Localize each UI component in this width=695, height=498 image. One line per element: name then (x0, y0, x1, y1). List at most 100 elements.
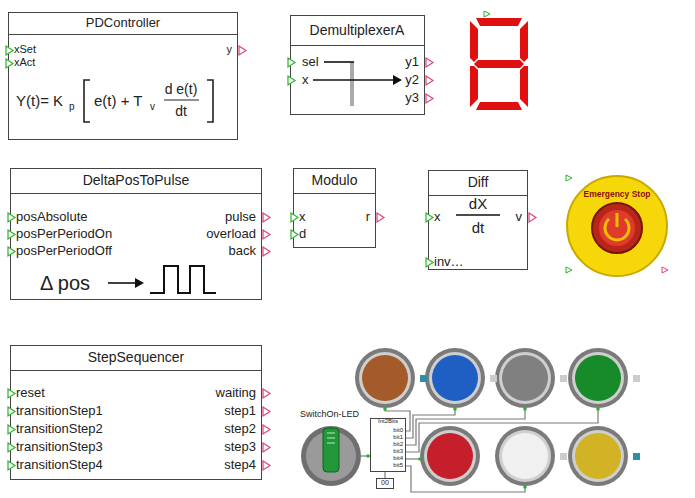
port-label: y2 (405, 72, 419, 88)
port-triangle (425, 75, 434, 86)
port-triangle (7, 229, 16, 240)
port-label: x (299, 209, 306, 225)
port-label: 00 (381, 479, 389, 487)
port-label: posPerPeriodOn (16, 226, 112, 242)
converter-block: Int2Bitsbit0bit1bit2bit3bit4bit5 (370, 418, 406, 472)
port-triangle (262, 246, 271, 257)
port-label: pulse (225, 209, 256, 225)
function-block: PDControllerxSetxActyY(t)= Kpe(t) + Tvd … (8, 12, 238, 140)
bracket (207, 80, 213, 122)
port-label: waiting (216, 385, 256, 401)
pulse-wave (150, 266, 216, 293)
port-label: e(t) + T (94, 92, 143, 110)
port-triangle (290, 229, 299, 240)
function-block: DemultiplexerAselxy1y2y3 (290, 15, 425, 115)
port-triangle (287, 57, 296, 68)
port-label: transitionStep2 (16, 421, 103, 437)
port-triangle (566, 267, 572, 273)
emergency-stop-button (567, 176, 667, 276)
port-label: y1 (405, 54, 419, 70)
port-label: v (516, 209, 523, 225)
port-triangle (376, 212, 385, 223)
button-label: Emergency Stop (583, 189, 650, 199)
port-label: bit5 (393, 462, 403, 469)
signal-label: SwitchOn-LED (300, 409, 359, 420)
port-triangle (262, 460, 271, 471)
port-triangle (287, 75, 296, 86)
port-label: posAbsolute (16, 209, 88, 225)
port-label: bit0 (393, 427, 403, 434)
block-title: PDController (86, 15, 160, 31)
led-lamps (355, 348, 640, 486)
port-label: r (366, 209, 370, 225)
port-triangle (7, 406, 16, 417)
port-label: Δ pos (40, 271, 90, 295)
port-triangle (528, 212, 537, 223)
wires (361, 408, 598, 492)
port-triangle (7, 460, 16, 471)
port-label: reset (16, 385, 45, 401)
function-block: DeltaPosToPulse posAbsoluteposPerPeriodOn… (10, 168, 262, 300)
port-triangle (7, 442, 16, 453)
block-title: DeltaPosToPulse (83, 172, 190, 189)
port-label: xSet (14, 43, 36, 56)
arrowhead (393, 75, 402, 85)
port-label: xAct (14, 56, 35, 69)
port-triangle (5, 58, 14, 69)
port-label: step3 (224, 439, 256, 455)
port-label: sel (302, 54, 319, 70)
port-label: transitionStep3 (16, 439, 103, 455)
function-block: Moduloxdr (293, 168, 376, 248)
function-block: StepSequencer reset transitionStep1 transit… (10, 345, 262, 480)
toggle-switch (301, 426, 361, 486)
port-label: overload (206, 226, 256, 242)
demux-line (324, 61, 354, 63)
port-triangle (262, 442, 271, 453)
port-triangle (7, 424, 16, 435)
fraction-line (456, 214, 500, 216)
arrow (108, 282, 136, 284)
port-triangle (262, 388, 271, 399)
port-triangle (5, 45, 14, 56)
port-triangle (262, 229, 271, 240)
arrowhead (135, 278, 144, 288)
port-label: x (302, 72, 309, 88)
block-title: StepSequencer (88, 349, 185, 366)
port-label: posPerPeriodOff (16, 243, 112, 259)
port-label: bit1 (393, 434, 403, 441)
port-label: p (69, 101, 75, 113)
port-triangle (238, 45, 247, 56)
port-label: transitionStep1 (16, 403, 103, 419)
port-triangle (425, 57, 434, 68)
port-label: bit3 (393, 448, 403, 455)
port-label: y (227, 43, 233, 56)
port-label: bit4 (393, 455, 403, 462)
port-label: d e(t) (165, 81, 198, 98)
port-triangle (7, 246, 16, 257)
port-label: step2 (224, 421, 256, 437)
port-label: v (150, 101, 155, 113)
port-triangle (662, 267, 668, 273)
demux-arrow (313, 79, 394, 81)
port-triangle (425, 93, 434, 104)
function-block: Diffxinv…vdXdt (428, 170, 528, 270)
port-label: dt (175, 103, 187, 120)
port-triangle (262, 212, 271, 223)
port-label: dX (469, 195, 487, 213)
demux-bar (350, 62, 354, 106)
block-title: Modulo (312, 172, 358, 189)
block-title: Diff (468, 174, 489, 191)
port-label: dt (472, 219, 485, 237)
port-triangle (425, 257, 434, 268)
port-triangle (484, 11, 490, 17)
seven-segment (470, 18, 528, 110)
port-label: Int2Bits (378, 418, 398, 425)
port-label: x (434, 209, 441, 225)
port-triangle (7, 388, 16, 399)
bracket (84, 80, 90, 122)
port-triangle (262, 406, 271, 417)
fraction-line (164, 99, 199, 100)
port-label: transitionStep4 (16, 457, 103, 473)
emergency-stop: Emergency Stop (567, 186, 667, 202)
port-label: back (229, 243, 256, 259)
